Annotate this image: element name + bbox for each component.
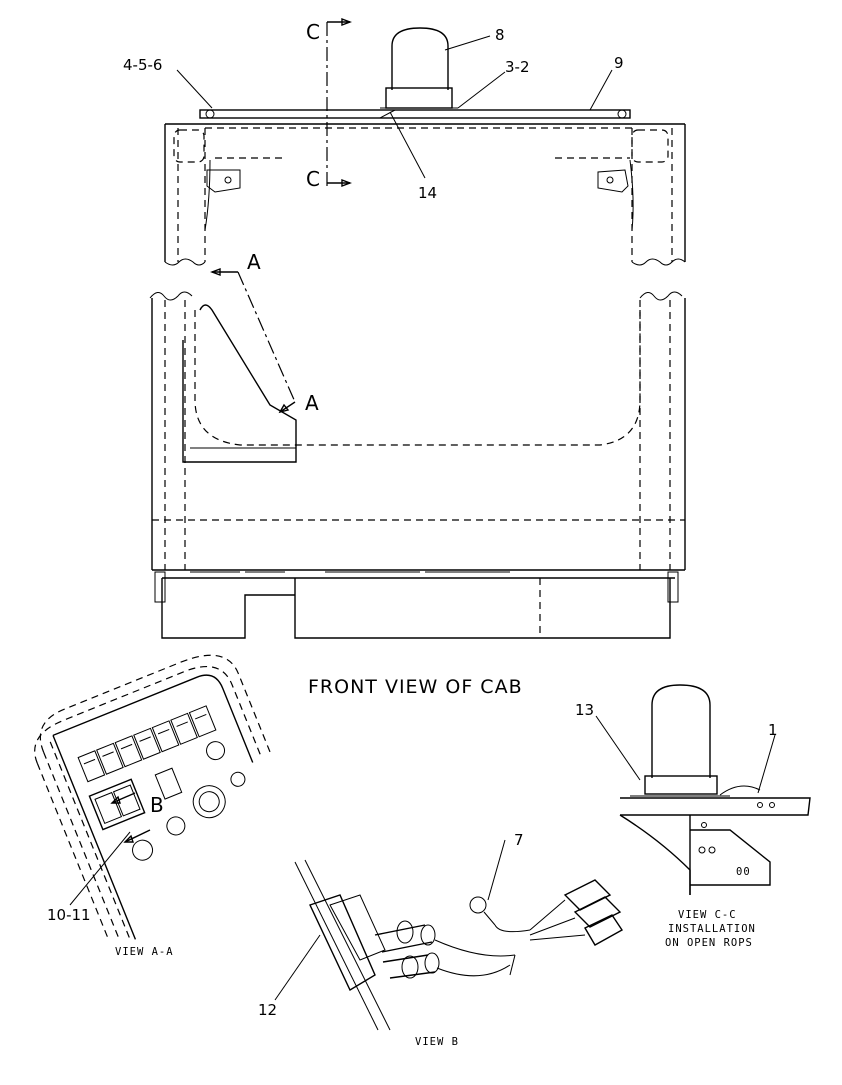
beacon-light bbox=[380, 27, 458, 109]
callout-10-11: 10-11 bbox=[47, 906, 91, 924]
view-b: 7 12 VIEW B bbox=[258, 831, 624, 1048]
front-view-cab: A A C C 4-5-6 8 3-2 9 14 FRONT VIEW OF C… bbox=[123, 17, 686, 698]
connector-plugs bbox=[374, 920, 440, 979]
connector-block bbox=[529, 879, 624, 946]
section-c-bottom-label: C bbox=[306, 167, 320, 191]
view-c-c-title: VIEW C-C bbox=[678, 909, 737, 921]
callout-13: 13 bbox=[575, 701, 594, 719]
callout-7: 7 bbox=[514, 831, 524, 849]
view-c-c-subtitle: INSTALLATION bbox=[668, 923, 756, 935]
callout-9: 9 bbox=[614, 54, 624, 72]
section-a-bottom-label: A bbox=[305, 391, 319, 415]
callout-12: 12 bbox=[258, 1001, 277, 1019]
callout-14: 14 bbox=[418, 184, 437, 202]
section-c-top-label: C bbox=[306, 20, 320, 44]
detail-b-label: B bbox=[150, 793, 164, 817]
view-b-title: VIEW B bbox=[415, 1036, 459, 1048]
beacon-light-c bbox=[630, 684, 730, 797]
front-view-title: FRONT VIEW OF CAB bbox=[308, 676, 523, 698]
switch-row bbox=[77, 705, 217, 783]
callout-8: 8 bbox=[495, 26, 505, 44]
callout-4-5-6: 4-5-6 bbox=[123, 56, 162, 74]
view-a-a-title: VIEW A-A bbox=[115, 946, 174, 958]
bolt-marking: 00 bbox=[736, 866, 751, 878]
section-a-top-label: A bbox=[247, 250, 261, 274]
view-a-a: B 10-11 VIEW A-A bbox=[34, 654, 272, 958]
callout-1: 1 bbox=[768, 721, 778, 739]
view-c-c: 00 13 1 VIEW C-C INSTALLATION ON OPEN RO… bbox=[575, 684, 811, 949]
callout-3-2: 3-2 bbox=[505, 58, 530, 76]
view-c-c-subtitle-2: ON OPEN ROPS bbox=[665, 937, 753, 949]
